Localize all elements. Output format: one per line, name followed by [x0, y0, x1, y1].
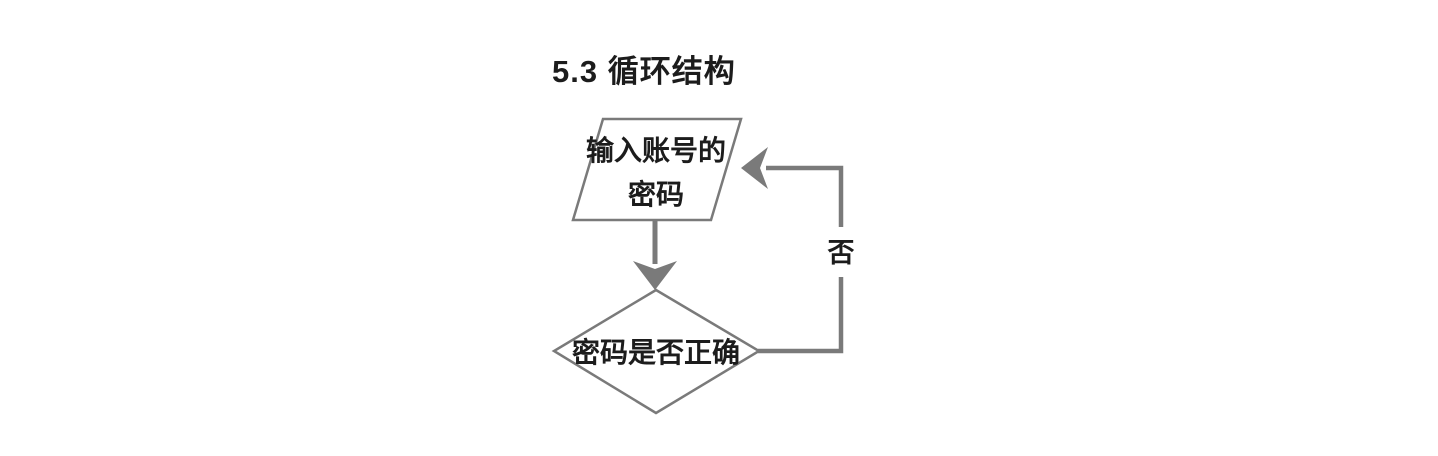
input-node-label-line1: 输入账号的 [586, 134, 726, 166]
section-title: 5.3 循环结构 [552, 54, 736, 89]
input-parallelogram-node [571, 117, 743, 222]
input-node-label-line2: 密码 [628, 178, 684, 210]
loopback-edge-label: 否 [828, 238, 855, 268]
decision-diamond-node [551, 288, 762, 415]
decision-node-label: 密码是否正确 [572, 336, 740, 368]
loopback-arrowhead-icon [741, 147, 768, 189]
down-arrowhead-icon [633, 261, 677, 290]
loopback-connector-upper-segment [766, 165, 844, 227]
loopback-connector-lower-segment [758, 277, 844, 354]
